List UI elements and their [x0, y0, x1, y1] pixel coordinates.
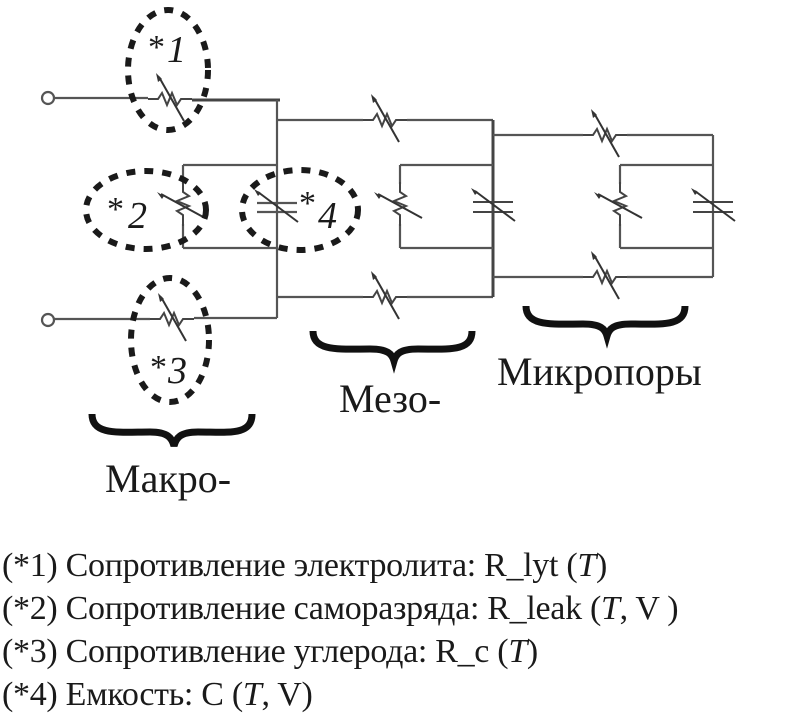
legend-var: T	[508, 633, 527, 670]
legend-var: T	[242, 676, 262, 713]
brace-macro	[88, 413, 256, 447]
label-micro: Микропоры	[497, 349, 702, 394]
legend: (*1) Сопротивление электролита: R_lyt (T…	[2, 544, 679, 716]
legend-text: Сопротивление саморазряда: R_leak (	[65, 590, 602, 627]
legend-prefix: (*3)	[2, 633, 58, 670]
brace-meso	[309, 330, 476, 374]
legend-text: Емкость: C (	[65, 676, 244, 713]
carbon-resistor	[149, 292, 195, 342]
equivalent-circuit-diagram: * 1 * 2 * 3 * 4	[40, 7, 736, 447]
marker-3: * 3	[150, 349, 187, 392]
marker-1: * 1	[148, 29, 186, 71]
legend-suffix: , V)	[261, 676, 313, 713]
brace-micro	[522, 305, 689, 349]
terminal-top	[40, 90, 56, 106]
marker-4: * 4	[299, 185, 337, 237]
legend-text: Сопротивление углерода: R_c (	[65, 633, 509, 670]
legend-prefix: (*4)	[2, 676, 58, 713]
terminal-bottom	[40, 312, 56, 328]
callout-ellipse-1	[125, 7, 211, 133]
meso-bottom-resistor	[362, 270, 408, 320]
micro-stage	[493, 108, 736, 300]
label-meso: Мезо-	[339, 376, 442, 421]
meso-top-resistor	[362, 93, 408, 143]
macro-top-branch	[54, 72, 280, 122]
legend-item-1: (*1) Сопротивление электролита: R_lyt (T…	[2, 544, 678, 587]
legend-item-2: (*2) Сопротивление саморазряда: R_leak (…	[2, 587, 679, 630]
callout-ellipse-4	[239, 167, 361, 253]
marker-2: * 2	[107, 191, 147, 237]
macro-parallel-block	[156, 163, 299, 250]
legend-prefix: (*1)	[2, 547, 58, 584]
svg-text:1: 1	[167, 29, 186, 71]
legend-text: Сопротивление электролита: R_lyt (	[65, 547, 578, 584]
macro-bottom-branch	[54, 292, 277, 342]
micro-top-resistor	[582, 108, 628, 158]
legend-prefix: (*2)	[2, 590, 58, 627]
legend-item-3: (*3) Сопротивление углерода: R_c (T)	[2, 630, 678, 673]
svg-text:*: *	[150, 349, 167, 386]
electrolyte-resistor	[147, 72, 193, 122]
svg-text:4: 4	[318, 195, 337, 237]
svg-text:2: 2	[128, 195, 147, 237]
legend-suffix: )	[526, 633, 538, 670]
meso-stage	[277, 93, 516, 320]
svg-text:*: *	[299, 185, 316, 222]
callout-ellipse-3	[128, 275, 212, 405]
label-macro: Макро-	[105, 456, 232, 501]
legend-var: T	[601, 590, 620, 627]
svg-text:*: *	[107, 191, 124, 228]
meso-leak-resistor	[373, 181, 423, 227]
micro-bottom-resistor	[582, 250, 628, 300]
legend-var: T	[577, 547, 596, 584]
svg-text:*: *	[148, 29, 165, 66]
micro-leak-resistor	[593, 181, 643, 227]
callout-ellipse-2	[83, 168, 209, 252]
legend-suffix: , V )	[619, 590, 679, 627]
legend-item-4: (*4) Емкость: C (T, V)	[2, 673, 678, 716]
svg-text:3: 3	[167, 350, 187, 392]
legend-suffix: )	[596, 547, 608, 584]
